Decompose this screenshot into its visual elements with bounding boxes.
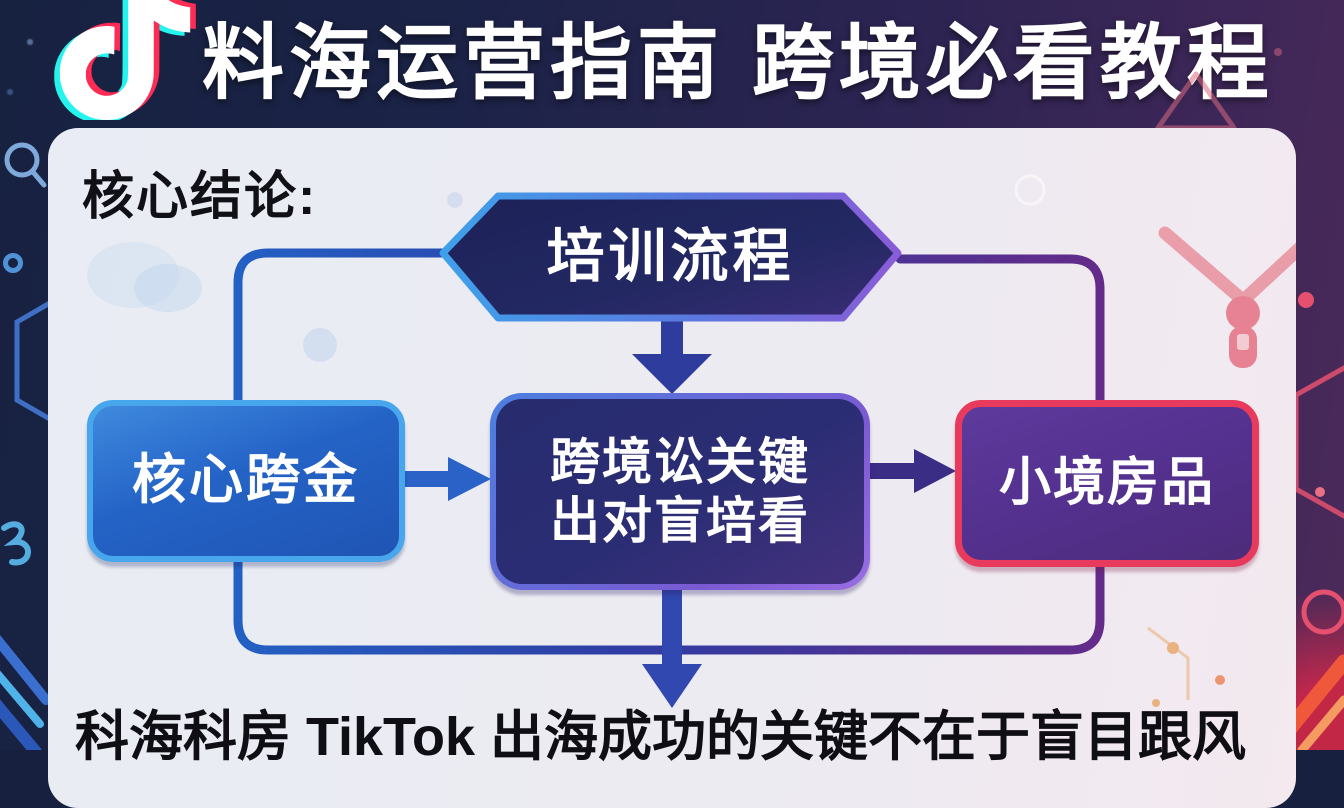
arrow-left-to-center xyxy=(393,457,491,501)
robot-claw-decoration xyxy=(1158,226,1296,368)
flow-node-process-shape xyxy=(439,192,902,322)
orange-circuit-dots xyxy=(1147,626,1225,707)
flowchart-canvas xyxy=(87,174,1296,708)
card-soft-blobs xyxy=(87,174,1046,362)
poster-title: 料海运营指南 跨境必看教程 xyxy=(202,18,1274,109)
tiktok-logo-icon xyxy=(54,0,196,120)
arrow-center-to-bottom xyxy=(642,578,702,708)
flow-node-right: 小境房品 xyxy=(955,400,1259,567)
flow-node-center-line2: 出对盲培看 xyxy=(550,492,810,549)
flow-node-right-label: 小境房品 xyxy=(998,453,1215,512)
header: 料海运营指南 跨境必看教程 xyxy=(0,0,1344,128)
card-heading: 核心结论: xyxy=(82,168,318,226)
flow-node-process-label: 培训流程 xyxy=(546,223,795,289)
flow-node-center: 跨境讼关键 出对盲培看 xyxy=(490,393,870,590)
conclusion-card: 核心结论: 培训流程 核心跨金 跨境讼关键 出对盲培看 小境房品 科海科房 Ti… xyxy=(48,128,1296,808)
arrow-top-to-center xyxy=(632,316,712,394)
flow-node-left: 核心跨金 xyxy=(87,400,405,562)
conclusion-text: 科海科房 TikTok 出海成功的关键不在于盲目跟风 xyxy=(75,707,1247,767)
flow-node-left-label: 核心跨金 xyxy=(132,450,360,511)
arrow-center-to-right xyxy=(858,449,956,493)
flow-node-center-line1: 跨境讼关键 xyxy=(550,433,810,490)
flow-node-process: 培训流程 xyxy=(443,196,898,318)
